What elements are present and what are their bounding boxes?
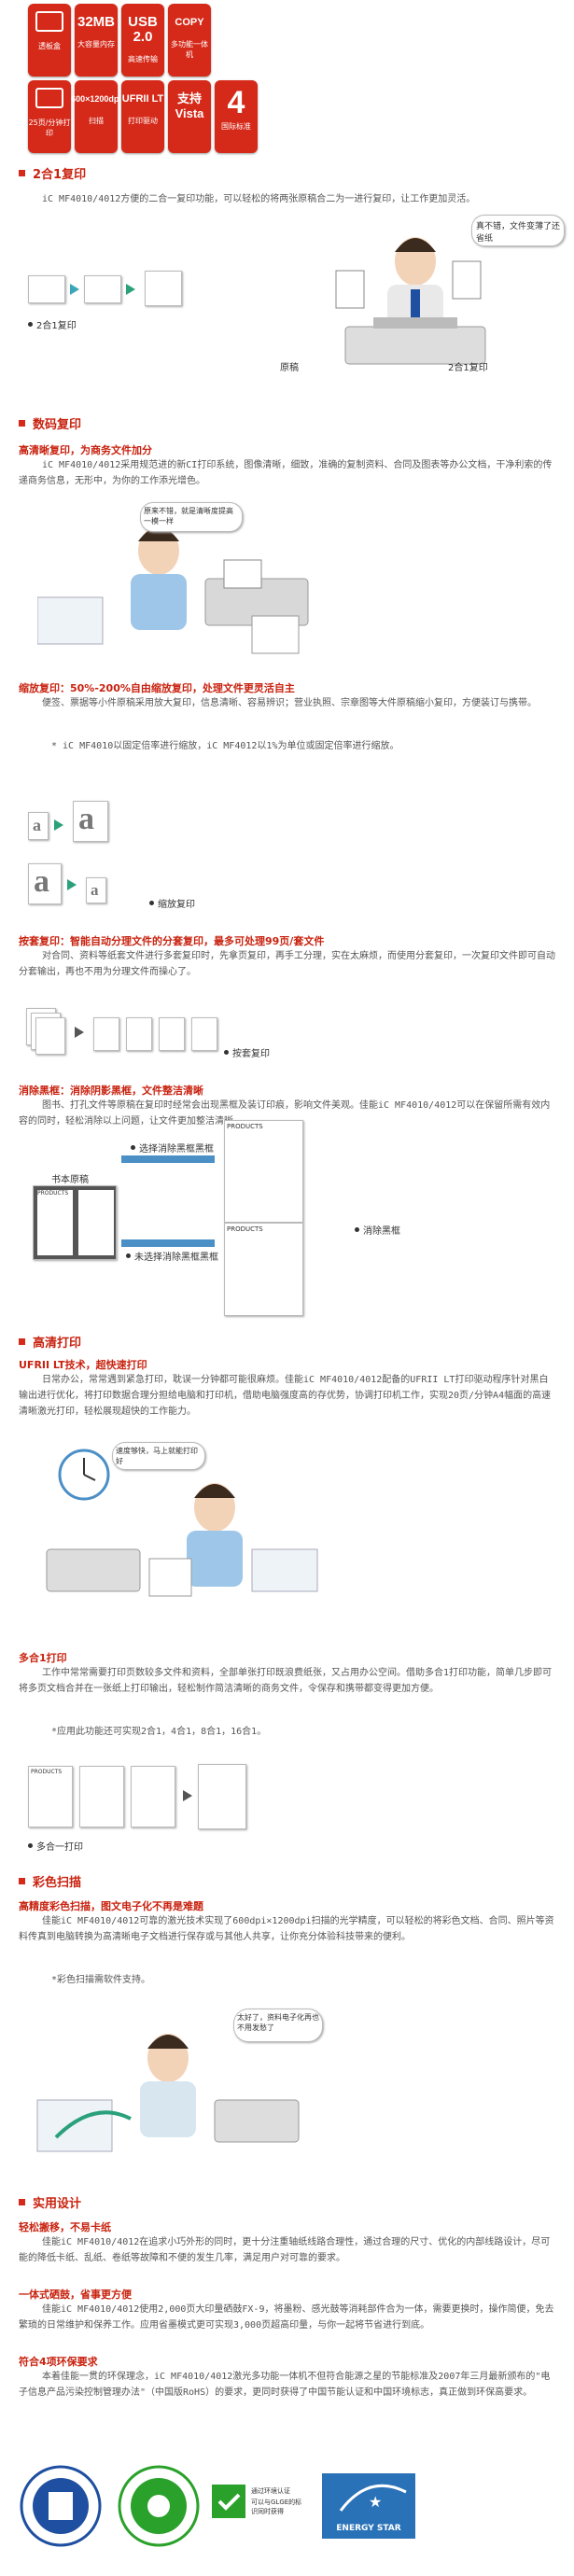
scan-illustration [36,2034,300,2152]
s2-para4: 图书、打孔文件等原稿在复印时经常会出现黑框及装订印痕，影响文件美观。佳能iC M… [19,1100,551,1127]
s4-sub1: 高精度彩色扫描，图文电子化不再是难题 [19,1900,203,1912]
s3-speech-bubble: 速度够快，马上就能打印好 [112,1442,205,1470]
s4-para1: 佳能iC MF4010/4012可靠的激光技术实现了600dpi×1200dpi… [19,1916,554,1942]
s2-sub3: 按套复印：智能自动分理文件的分套复印，最多可处理99页/套文件 [19,935,325,947]
letter-a-icon: a [34,864,49,899]
s5-sub1: 轻松搬移，不易卡纸 [19,2221,111,2233]
dot-icon [126,1253,131,1258]
s3-sub2: 多合1打印 [19,1652,67,1664]
printer-icon [35,88,63,108]
s5-para1: 佳能iC MF4010/4012在追求小巧外形的同时，更十分注重轴纸线路合理性，… [19,2237,551,2263]
checkmark-icon [212,2485,245,2518]
badge-print: 25页/分钟打印 [28,80,71,153]
china-environmental-label-logo [118,2465,200,2547]
s1-result-label: 2合1复印 [448,363,488,373]
bullet-icon [19,1878,25,1884]
bullet-icon [19,170,25,176]
s2-sub4: 消除黑框：消除阴影黑框，文件整洁清晰 [19,1085,203,1097]
bullet-icon [19,1338,25,1345]
s2-note2: * iC MF4010以固定倍率进行缩放，iC MF4012以1%为单位或固定倍… [51,741,399,751]
s4-speech-bubble: 太好了，资料电子化再也不用发愁了 [233,2009,323,2042]
btn-noframe-label: 未选择消除黑框黑框 [126,1249,218,1263]
s1-paragraph: iC MF4010/4012方便的二合一复印功能，可以轻松的将两张原稿合二为一进… [42,194,476,204]
dot-icon [355,1227,359,1232]
s2-sub2: 缩放复印：50%-200%自由缩放复印，处理文件更灵活自主 [19,682,295,694]
dot-icon [28,322,33,327]
s2-speech-bubble: 原来不错，就是清晰度提高一模一样 [140,502,243,532]
s1-speech-bubble: 真不错，文件变薄了还省纸 [471,215,565,246]
section-hd-print: 高清打印 [19,1333,81,1351]
s3-para1: 日常办公，常常遇到紧急打印，耽误一分钟都可能很麻烦。佳能iC MF4010/40… [19,1375,552,1417]
s3-sub1: UFRII LT技术，超快速打印 [19,1359,147,1371]
s2-caption4: 消除黑框 [355,1223,400,1237]
s3-note2: *应用此功能还可实现2合1，4合1，8合1，16合1。 [51,1727,267,1737]
s1-original-label: 原稿 [280,363,299,373]
s3-para2: 工作中常常需要打印页数较多文件和资料，全部单张打印既浪费纸张，又占用办公空间。借… [19,1668,553,1694]
svg-text:★: ★ [369,2495,382,2511]
fast-print-illustration [46,1449,318,1597]
dot-icon [28,1843,33,1848]
copy-worker-illustration [335,237,486,365]
letter-a-icon: a [91,881,99,899]
environmental-certification-badge: 通过环境认证 可以与GLGE的标识同时获得 [210,2483,303,2539]
bullet-icon [19,420,25,427]
dot-icon [131,1145,135,1150]
s4-note1: *彩色扫描需软件支持。 [51,1975,151,1985]
s5-sub3: 符合4项环保要求 [19,2356,98,2368]
s2-caption2: 缩放复印 [149,896,195,910]
s1-caption: 2合1复印 [28,317,77,331]
s3-caption2: 多合一打印 [28,1839,83,1853]
letter-a-icon: a [78,802,94,836]
s5-para3: 本着佳能一贯的环保理念，iC MF4010/4012激光多功能一体机不但符合能源… [19,2372,551,2398]
section-color-scan: 彩色扫描 [19,1872,81,1890]
star-icon: ★ [339,2484,407,2512]
dot-icon [149,901,154,905]
s2-caption3: 按套复印 [224,1045,270,1059]
s2-para2: 便签、票据等小件原稿采用放大复印，信息清晰、容易辨识；营业执照、宗章图等大件原稿… [42,698,537,708]
btn-frame-label: 选择消除黑框黑框 [131,1141,214,1155]
badge-duplex: 透板盒 [28,4,71,77]
letter-a-icon: a [33,816,41,834]
book-original-label: 书本原稿 [51,1175,89,1185]
s2-para3: 对合同、资料等纸套文件进行多套复印时，先拿页复印，再手工分理，实在太麻烦，而使用… [19,951,555,977]
s2-para1: iC MF4010/4012采用规范进的新CI打印系统，图像清晰，细致，准确的复… [19,460,553,486]
section-2in1-copy: 2合1复印 [19,164,86,182]
section-practical-design: 实用设计 [19,2193,81,2211]
s5-para2: 佳能iC MF4010/4012使用2,000页大印量硒鼓FX-9，将墨粉、感光… [19,2304,554,2331]
badge-vista: 支持 Vista [168,80,211,153]
s5-sub2: 一体式硒鼓，省事更方便 [19,2289,132,2301]
tray-icon [35,11,63,32]
dot-icon [224,1050,229,1055]
china-energy-conservation-logo [20,2465,102,2547]
bullet-icon [19,2199,25,2205]
section-digital-copy: 数码复印 [19,414,81,432]
s2-sub1: 高清晰复印，为商务文件加分 [19,444,152,456]
energy-star-logo: ★ ENERGY STAR [322,2473,415,2539]
